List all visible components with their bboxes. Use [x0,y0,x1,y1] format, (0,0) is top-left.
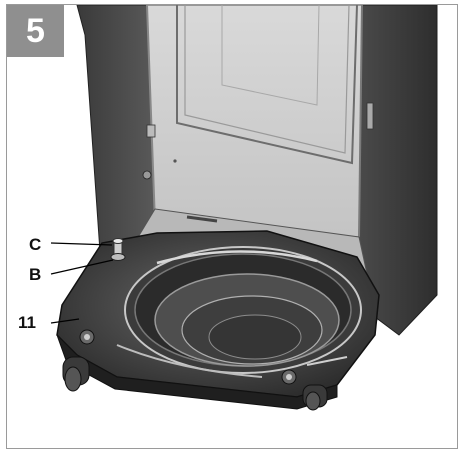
leader-C [50,242,113,246]
callout-label-B: B [29,265,42,284]
caster-left [62,356,90,392]
door-panel-outline [176,5,358,165]
leader-B [50,259,114,275]
cabinet-base-illustration [50,5,438,411]
back-panel [146,5,363,238]
screw-C [112,238,124,256]
callout-label-C: C [29,235,42,254]
step-number-badge: 5 [7,5,64,57]
caster-right [302,384,328,411]
callout-label-11: 11 [18,313,36,332]
washer-B [110,253,126,261]
leader-11 [50,318,80,324]
illustration-frame: 5 [6,4,458,449]
